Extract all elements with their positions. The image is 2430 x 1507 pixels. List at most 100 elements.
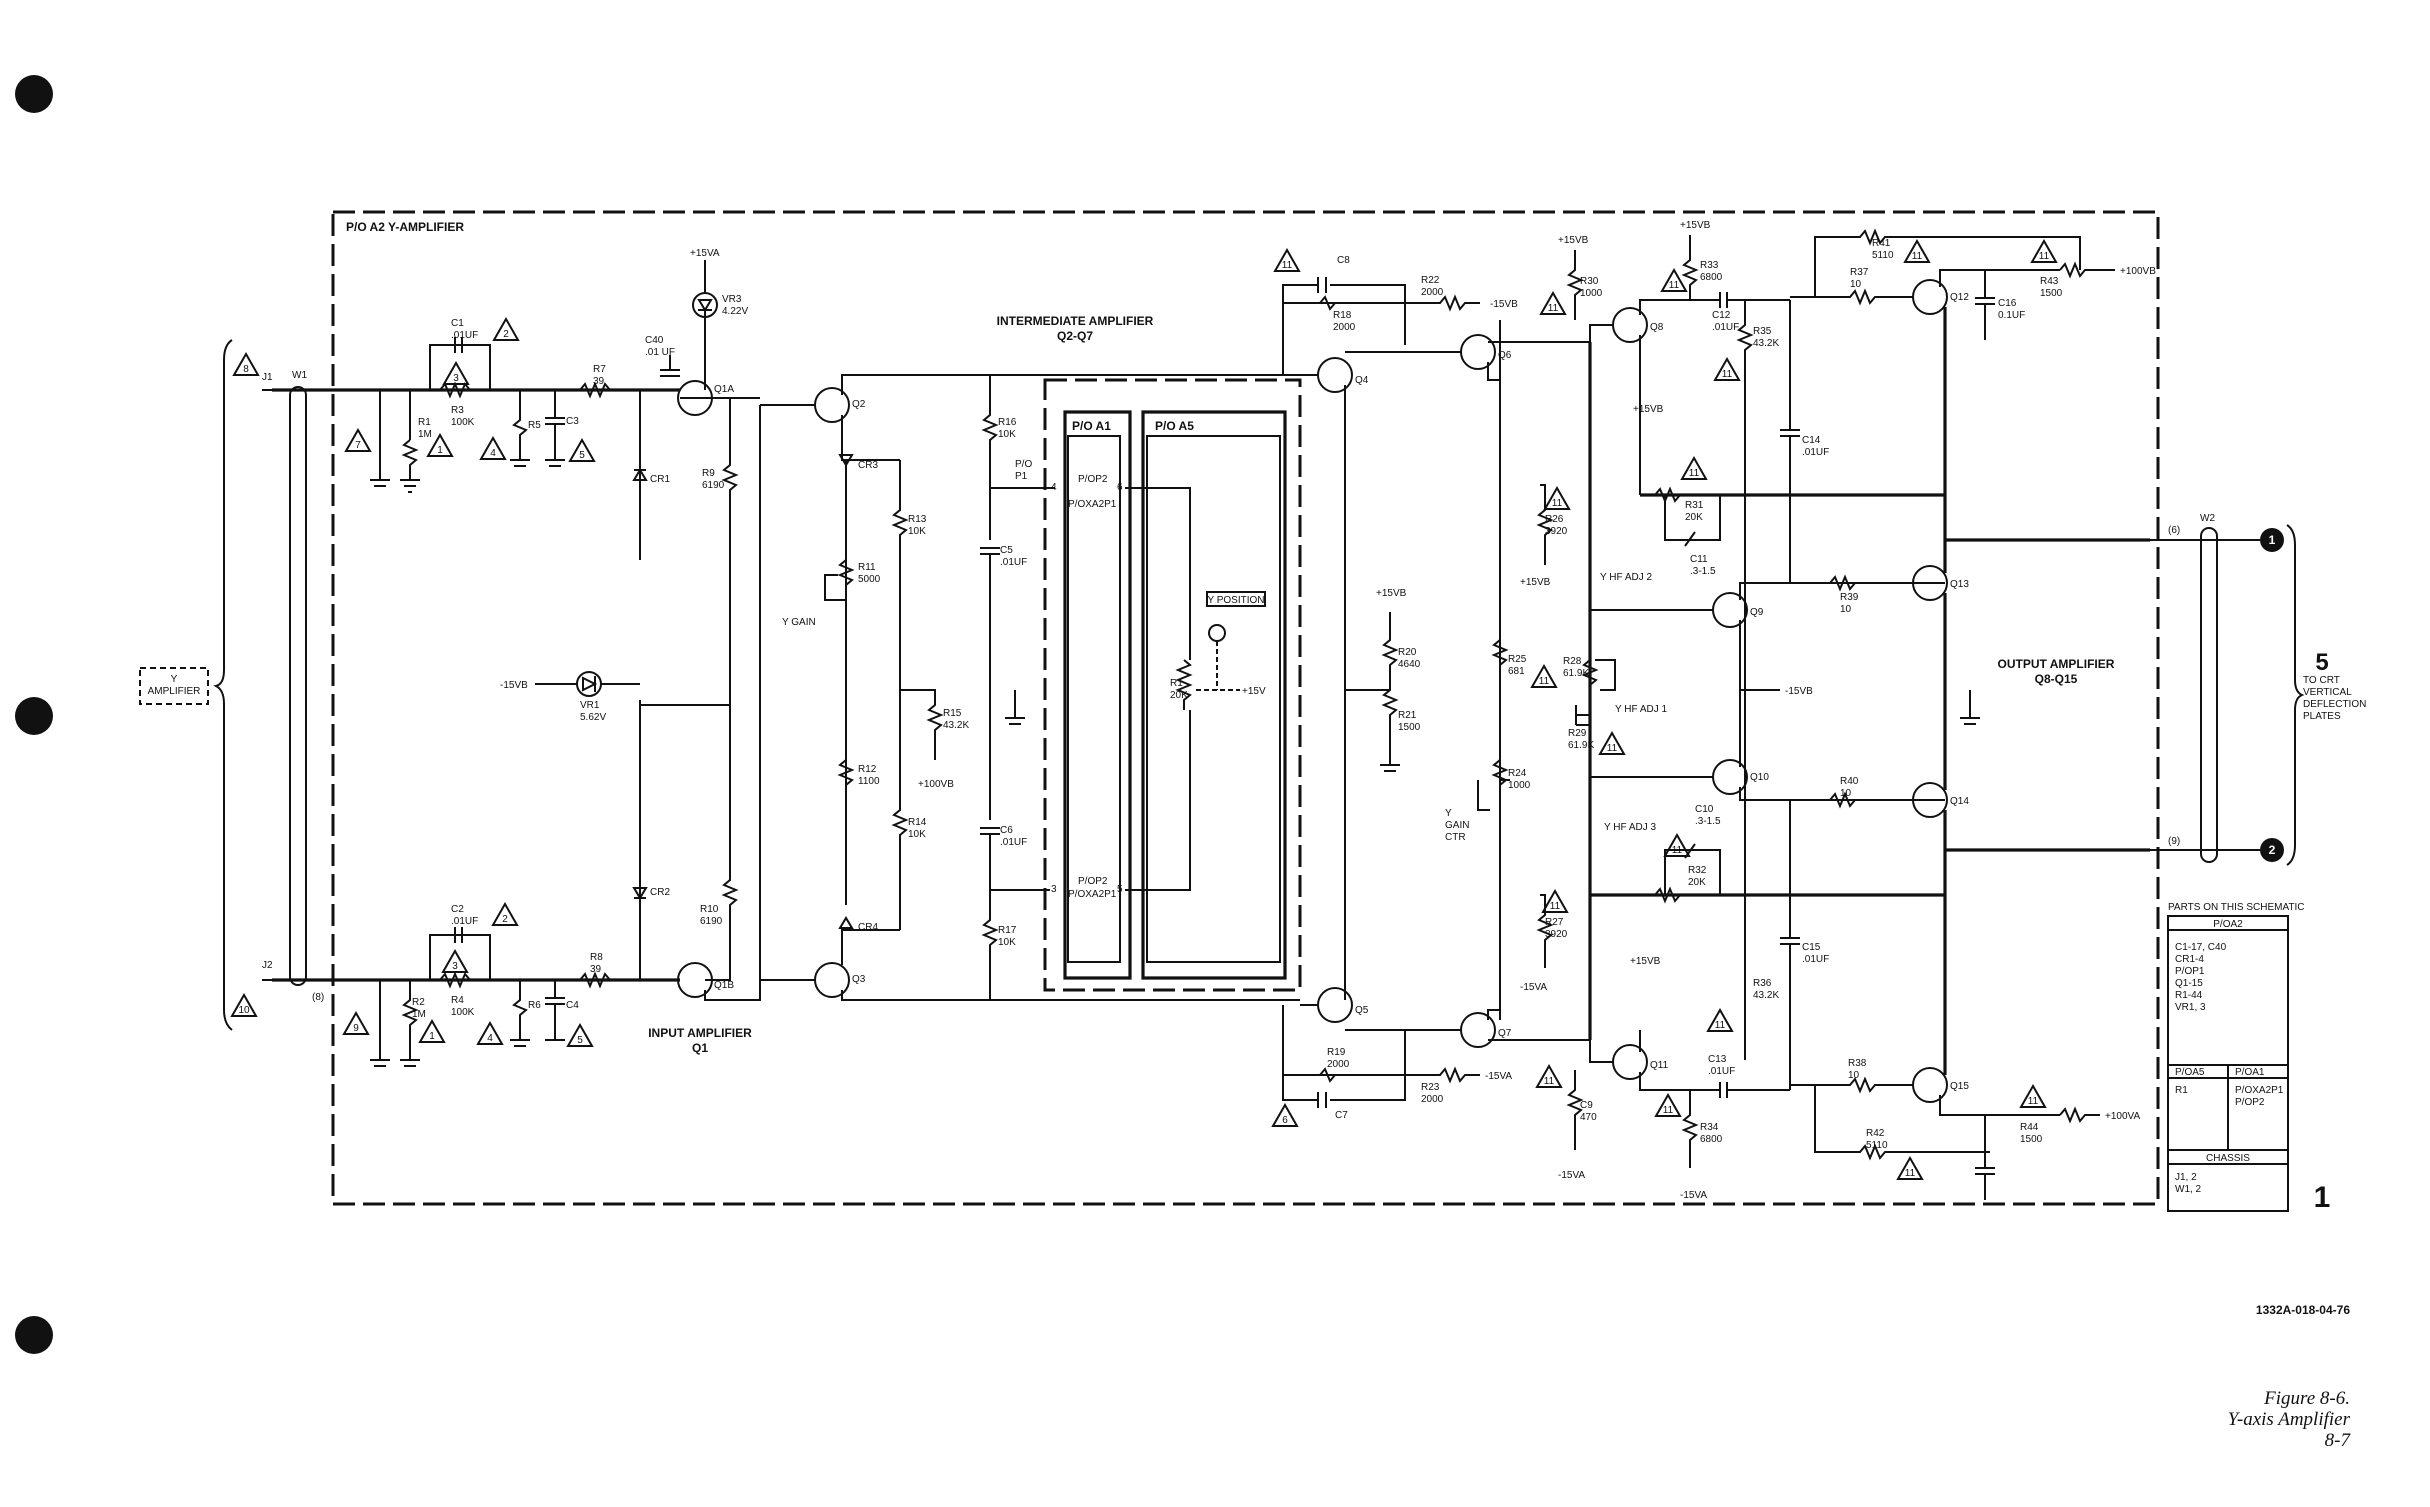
note-number: 1 xyxy=(429,1031,435,1042)
svg-text:61.9K: 61.9K xyxy=(1563,668,1589,679)
svg-text:0.1UF: 0.1UF xyxy=(1998,310,2025,321)
svg-text:C1-17, C40: C1-17, C40 xyxy=(2175,942,2227,953)
svg-text:R20: R20 xyxy=(1398,647,1417,658)
note-number: 11 xyxy=(1544,1076,1555,1087)
note-triangle xyxy=(1654,1092,1682,1117)
pa1-inner-box xyxy=(1067,435,1121,963)
q13-symbol xyxy=(1912,565,1948,601)
note-triangle xyxy=(1541,888,1569,913)
svg-text:470: 470 xyxy=(1580,1112,1597,1123)
svg-text:Q11: Q11 xyxy=(1650,1060,1669,1071)
svg-text:.01UF: .01UF xyxy=(1000,557,1027,568)
svg-text:3920: 3920 xyxy=(1545,929,1568,940)
svg-text:1500: 1500 xyxy=(1398,722,1421,733)
svg-text:VR1, 3: VR1, 3 xyxy=(2175,1002,2206,1013)
svg-text:R38: R38 xyxy=(1848,1058,1867,1069)
note-triangle xyxy=(492,316,520,341)
svg-text:C6: C6 xyxy=(1000,825,1013,836)
svg-text:Q1A: Q1A xyxy=(714,384,734,395)
svg-text:Q2: Q2 xyxy=(852,399,866,410)
q8-symbol xyxy=(1612,307,1648,343)
note-triangle xyxy=(491,901,519,926)
svg-text:R2: R2 xyxy=(412,997,425,1008)
svg-text:R21: R21 xyxy=(1398,710,1417,721)
svg-text:C9: C9 xyxy=(1580,1100,1593,1111)
note-number: 4 xyxy=(490,448,496,459)
output-sub: Q8-Q15 xyxy=(2035,672,2078,686)
y-gain-label: Y GAIN xyxy=(782,617,816,628)
svg-text:4.22V: 4.22V xyxy=(722,306,748,317)
note-triangle xyxy=(441,948,469,973)
svg-text:3920: 3920 xyxy=(1545,526,1568,537)
svg-text:C8: C8 xyxy=(1337,255,1350,266)
svg-text:R5: R5 xyxy=(528,420,541,431)
svg-text:R8: R8 xyxy=(590,952,603,963)
svg-text:R24: R24 xyxy=(1508,768,1527,779)
note-triangle xyxy=(1660,267,1688,292)
parts-table-title: PARTS ON THIS SCHEMATIC xyxy=(2168,902,2305,913)
svg-text:P/OA5: P/OA5 xyxy=(2175,1067,2205,1078)
label-w1: W1 xyxy=(292,370,307,381)
hf3-label: Y HF ADJ 3 xyxy=(1604,822,1656,833)
svg-text:R31: R31 xyxy=(1685,500,1704,511)
svg-text:R14: R14 xyxy=(908,817,927,828)
svg-text:+15VB: +15VB xyxy=(1630,956,1661,967)
svg-text:10: 10 xyxy=(1840,788,1852,799)
svg-text:(6): (6) xyxy=(2168,525,2180,536)
note-triangle xyxy=(568,437,596,462)
svg-text:.01UF: .01UF xyxy=(1000,837,1027,848)
svg-text:W2: W2 xyxy=(2200,513,2215,524)
svg-text:R17: R17 xyxy=(998,925,1017,936)
svg-text:6: 6 xyxy=(1117,482,1123,493)
note-triangle xyxy=(232,351,260,376)
note-triangle xyxy=(479,435,507,460)
note-number: 5 xyxy=(579,450,585,461)
note-triangle xyxy=(1273,247,1301,272)
svg-text:2000: 2000 xyxy=(1327,1059,1350,1070)
svg-text:R40: R40 xyxy=(1840,776,1859,787)
intermediate-title: INTERMEDIATE AMPLIFIER xyxy=(997,314,1154,328)
svg-text:4: 4 xyxy=(1051,482,1057,493)
svg-text:Q14: Q14 xyxy=(1950,796,1969,807)
svg-text:Q15: Q15 xyxy=(1950,1081,1969,1092)
svg-text:Q13: Q13 xyxy=(1950,579,1969,590)
note-number: 11 xyxy=(1715,1020,1726,1031)
note-triangle xyxy=(2019,1083,2047,1108)
y-position-label: Y POSITION xyxy=(1207,595,1264,606)
note-triangle xyxy=(1680,455,1708,480)
svg-text:1500: 1500 xyxy=(2040,288,2063,299)
note-number: 10 xyxy=(238,1005,250,1016)
r7-zigzag xyxy=(579,381,611,399)
note-triangle xyxy=(1535,1063,1563,1088)
svg-text:.3-1.5: .3-1.5 xyxy=(1690,566,1716,577)
note-triangle xyxy=(476,1020,504,1045)
page-number: 8-7 xyxy=(2325,1430,2352,1451)
svg-text:2: 2 xyxy=(2269,843,2276,857)
svg-text:TO CRT: TO CRT xyxy=(2303,675,2340,686)
note-number: 11 xyxy=(1663,1105,1674,1116)
svg-text:4640: 4640 xyxy=(1398,659,1421,670)
svg-text:R7: R7 xyxy=(593,364,606,375)
y-amplifier-label-1: Y xyxy=(171,674,178,685)
svg-text:C40: C40 xyxy=(645,335,664,346)
svg-text:VR3: VR3 xyxy=(722,294,742,305)
label-pin8: (8) xyxy=(312,992,324,1003)
note-number: 4 xyxy=(487,1033,493,1044)
q2-symbol xyxy=(814,387,850,423)
svg-text:+15VA: +15VA xyxy=(690,248,720,259)
svg-text:.01UF: .01UF xyxy=(1802,954,1829,965)
svg-text:R18: R18 xyxy=(1333,310,1352,321)
svg-text:10K: 10K xyxy=(998,937,1016,948)
svg-text:Q3: Q3 xyxy=(852,974,866,985)
y-gain-ctr-1: Y xyxy=(1445,808,1452,819)
svg-text:+15VB: +15VB xyxy=(1558,235,1589,246)
svg-text:R15: R15 xyxy=(943,708,962,719)
input-brace xyxy=(213,339,233,1031)
svg-text:6800: 6800 xyxy=(1700,272,1723,283)
note-number: 3 xyxy=(452,961,458,972)
svg-text:Q9: Q9 xyxy=(1750,607,1764,618)
svg-text:Q10: Q10 xyxy=(1750,772,1769,783)
svg-text:-15VA: -15VA xyxy=(1680,1190,1707,1201)
svg-text:P1: P1 xyxy=(1015,471,1028,482)
drawing-number: 1332A-018-04-76 xyxy=(2256,1303,2350,1317)
